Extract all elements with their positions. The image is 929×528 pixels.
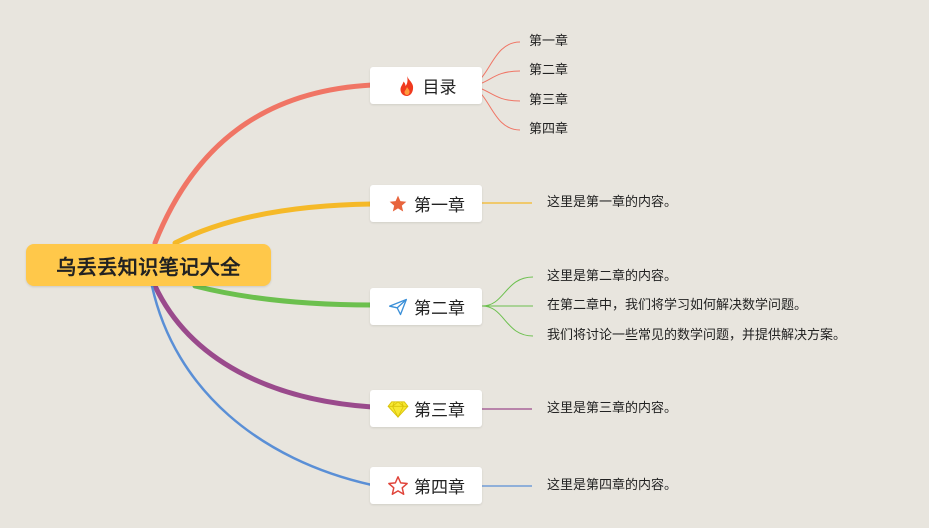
topic-label: 第一章 [414, 196, 465, 216]
topic-toc[interactable]: 目录 [370, 67, 482, 104]
subtopic-chapter-1-content[interactable]: 这里是第一章的内容。 [547, 195, 678, 210]
branch-line-ch4 [150, 284, 374, 487]
root-topic[interactable]: 乌丢丢知识笔记大全 [26, 244, 271, 286]
subtopic-toc-chapter-4[interactable]: 第四章 [529, 122, 569, 137]
topic-chapter-2[interactable]: 第二章 [370, 288, 482, 325]
diamond-icon [387, 398, 409, 420]
star-outline-icon [387, 475, 409, 497]
branch-line-ch2 [192, 283, 375, 308]
subtopic-chapter-2-content-2[interactable]: 在第二章中，我们将学习如何解决数学问题。 [547, 298, 808, 313]
topic-chapter-4[interactable]: 第四章 [370, 467, 482, 504]
topic-label: 第三章 [414, 401, 465, 421]
subtopic-chapter-2-content-3[interactable]: 我们将讨论一些常见的数学问题，并提供解决方案。 [547, 328, 847, 343]
star-icon [387, 193, 409, 215]
leaf-line-ch2-1 [481, 276, 534, 307]
branch-line-ch3 [152, 283, 375, 410]
subtopic-chapter-2-content-1[interactable]: 这里是第二章的内容。 [547, 269, 678, 284]
subtopic-toc-chapter-2[interactable]: 第二章 [529, 63, 569, 78]
topic-chapter-3[interactable]: 第三章 [370, 390, 482, 427]
branch-line-ch1 [172, 201, 375, 246]
paper-plane-icon [387, 296, 409, 318]
subtopic-chapter-3-content[interactable]: 这里是第三章的内容。 [547, 401, 678, 416]
topic-label: 目录 [422, 78, 457, 98]
fire-icon [396, 75, 418, 97]
topic-chapter-1[interactable]: 第一章 [370, 185, 482, 222]
branch-line-toc [152, 82, 375, 246]
subtopic-toc-chapter-1[interactable]: 第一章 [529, 34, 569, 49]
subtopic-chapter-4-content[interactable]: 这里是第四章的内容。 [547, 478, 678, 493]
topic-label: 第二章 [414, 299, 465, 319]
topic-label: 第四章 [414, 478, 465, 498]
subtopic-toc-chapter-3[interactable]: 第三章 [529, 93, 569, 108]
leaf-line-ch2-3 [481, 305, 534, 337]
